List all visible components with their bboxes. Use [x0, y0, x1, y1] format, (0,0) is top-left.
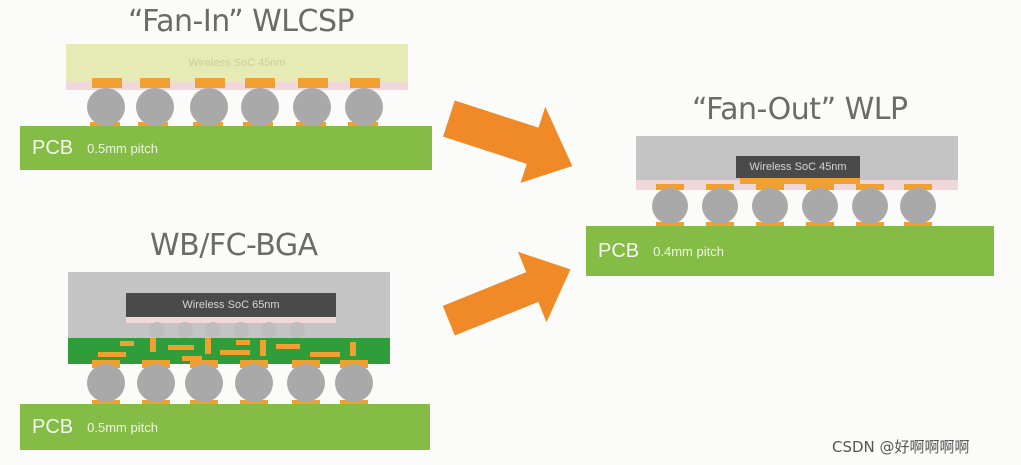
bump	[233, 322, 249, 338]
bump	[205, 322, 221, 338]
solder-ball	[293, 88, 331, 126]
trace	[120, 341, 134, 346]
solder-ball	[652, 188, 688, 224]
trace	[182, 356, 202, 361]
trace	[276, 344, 300, 349]
solder-ball	[190, 88, 228, 126]
fan-in-title: “Fan-In” WLCSP	[128, 4, 355, 39]
arrow-lower	[442, 251, 571, 336]
pad	[756, 184, 784, 190]
wb-bga-die-underlayer	[126, 317, 336, 323]
trace	[168, 345, 194, 350]
pad	[140, 78, 170, 88]
fan-out-pcb-label: PCB	[598, 239, 640, 262]
solder-ball	[752, 188, 788, 224]
solder-ball	[802, 188, 838, 224]
trace	[310, 352, 340, 357]
solder-ball	[335, 364, 373, 402]
solder-ball	[241, 88, 279, 126]
solder-ball	[852, 188, 888, 224]
fan-in-pcb: PCB 0.5mm pitch	[20, 126, 432, 170]
pad	[195, 78, 225, 88]
fan-out-redistribution-layer	[636, 180, 958, 190]
trace	[220, 350, 250, 355]
fan-in-pitch-label: 0.5mm pitch	[87, 140, 158, 156]
wb-bga-pitch-label: 0.5mm pitch	[87, 419, 158, 435]
wb-bga-pcb: PCB 0.5mm pitch	[20, 404, 430, 450]
wb-bga-pcb-label: PCB	[32, 415, 74, 438]
fan-out-title: “Fan-Out” WLP	[692, 92, 908, 127]
bump	[289, 322, 305, 338]
bump	[177, 322, 193, 338]
pad	[706, 184, 734, 190]
fan-in-pcb-label: PCB	[32, 136, 74, 159]
solder-ball	[87, 88, 125, 126]
fan-out-pitch-label: 0.4mm pitch	[653, 243, 724, 259]
pad	[806, 184, 834, 190]
csdn-watermark: CSDN @好啊啊啊啊	[832, 438, 970, 456]
wb-bga-title: WB/FC-BGA	[150, 228, 318, 263]
fan-in-redistribution-layer	[66, 82, 408, 90]
via	[260, 340, 266, 356]
via	[350, 342, 356, 356]
pad	[656, 184, 684, 190]
fan-in-die: Wireless SoC 45nm	[66, 44, 408, 82]
bump	[149, 322, 165, 338]
pad	[92, 78, 122, 88]
fan-out-die: Wireless SoC 45nm	[736, 156, 860, 178]
solder-ball	[136, 88, 174, 126]
solder-ball	[900, 188, 936, 224]
via	[205, 338, 211, 354]
wb-bga-die: Wireless SoC 65nm	[126, 293, 336, 317]
solder-ball	[87, 364, 125, 402]
pad	[245, 78, 275, 88]
solder-ball	[235, 364, 273, 402]
via	[150, 338, 156, 352]
fan-out-pcb: PCB 0.4mm pitch	[586, 226, 994, 276]
pad	[298, 78, 328, 88]
bump	[261, 322, 277, 338]
trace	[98, 352, 126, 357]
wb-bga-die-label: Wireless SoC 65nm	[182, 299, 280, 311]
pad	[856, 184, 884, 190]
arrow-upper	[443, 100, 573, 183]
fan-in-die-label: Wireless SoC 45nm	[188, 57, 286, 69]
pad	[904, 184, 932, 190]
trace	[236, 340, 250, 345]
solder-ball	[137, 364, 175, 402]
pad	[350, 78, 380, 88]
rdl-trace	[740, 178, 860, 184]
solder-ball	[287, 364, 325, 402]
fan-out-die-label: Wireless SoC 45nm	[749, 161, 847, 173]
solder-ball	[345, 88, 383, 126]
solder-ball	[702, 188, 738, 224]
solder-ball	[185, 364, 223, 402]
